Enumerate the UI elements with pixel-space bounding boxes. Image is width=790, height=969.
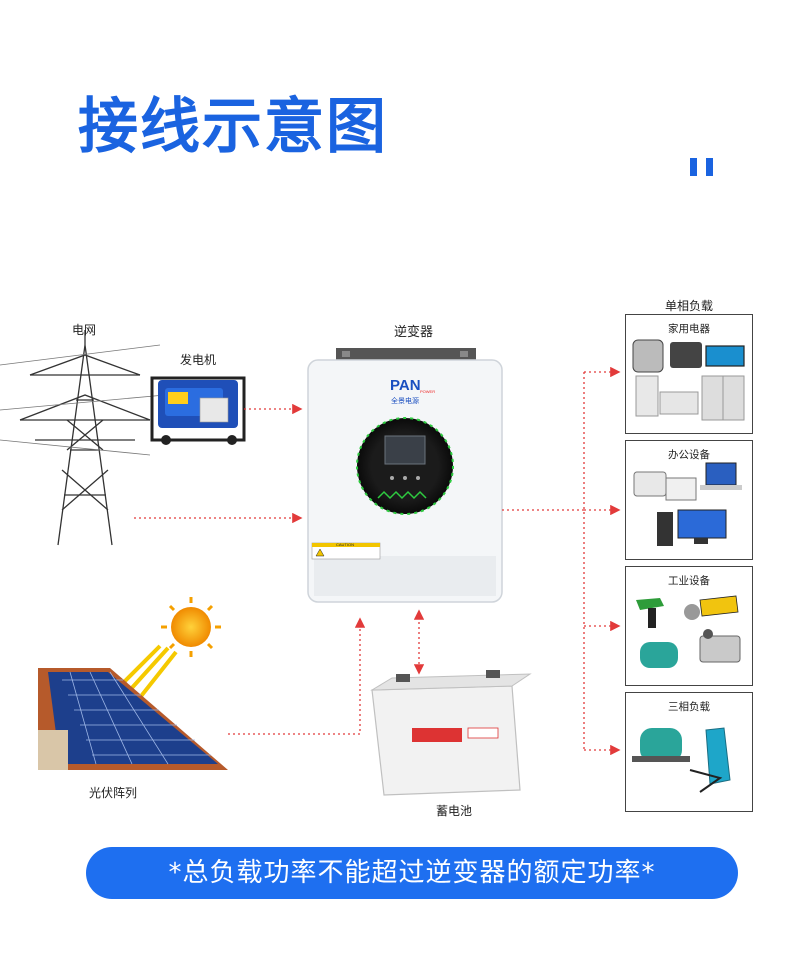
power-warning-note: *总负载功率不能超过逆变器的额定功率*: [86, 847, 738, 899]
inverter-brand: PAN: [390, 377, 421, 394]
inverter-brand-cn: 全景电源: [391, 396, 419, 405]
inverter-label: 逆变器: [394, 325, 434, 340]
inverter-image: [307, 348, 503, 603]
load-box-label: 工业设备: [668, 575, 710, 587]
caution-label: CAUTION: [336, 542, 354, 547]
grid-tower-image: [0, 330, 166, 546]
load-box-office-equipment: 办公设备: [625, 440, 753, 560]
title-decoration: [690, 158, 722, 180]
single-phase-load-label: 单相负载: [665, 299, 714, 313]
solar-roof-image: [38, 668, 228, 770]
load-box-label: 办公设备: [668, 449, 710, 461]
inverter-brand-sub: POWER: [420, 389, 435, 394]
sun-image: [122, 597, 221, 702]
page-title: 接线示意图: [78, 92, 388, 162]
load-box-three-phase: 三相负载: [625, 692, 753, 812]
load-box-industrial-equipment: 工业设备: [625, 566, 753, 686]
load-box-label: 家用电器: [668, 323, 710, 335]
load-box-label: 三相负载: [668, 701, 710, 713]
generator-label: 发电机: [180, 353, 217, 367]
generator-image: [150, 376, 246, 445]
grid-label: 电网: [72, 323, 97, 337]
battery-label: 蓄电池: [436, 804, 473, 818]
battery-image: [370, 670, 532, 796]
load-box-home-appliances: 家用电器: [625, 314, 753, 434]
pv-array-label: 光伏阵列: [89, 786, 138, 800]
